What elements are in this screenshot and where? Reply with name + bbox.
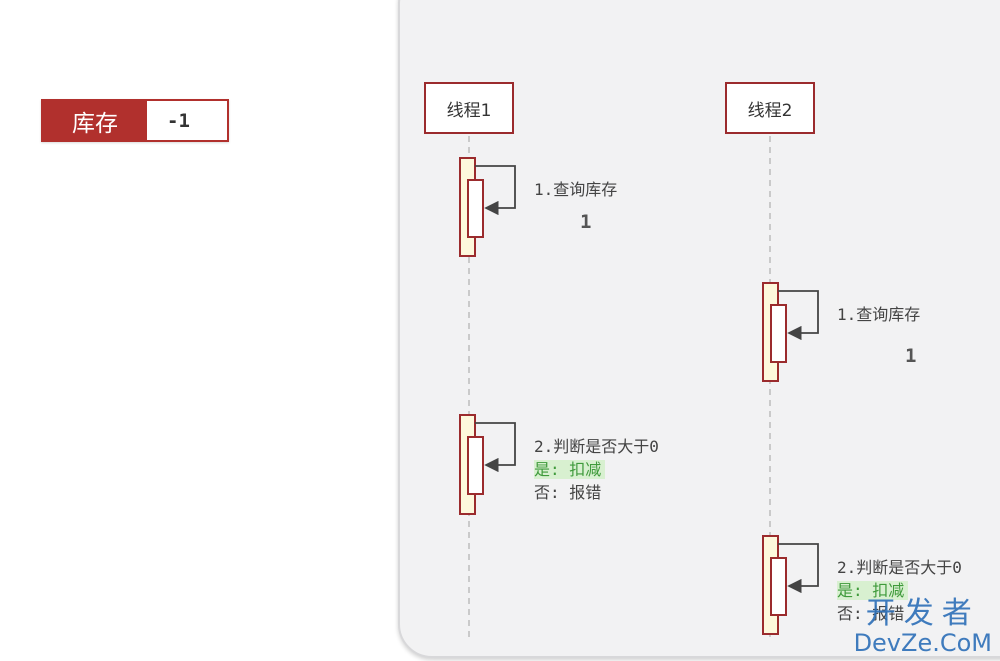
- stock-value: -1: [167, 109, 190, 132]
- thread1-step1-result: 1: [580, 211, 592, 233]
- stock-label: 库存: [43, 101, 147, 140]
- thread1-step2-no: 否: 报错: [534, 483, 602, 502]
- thread1-step2-title: 2.判断是否大于0: [534, 437, 659, 456]
- thread2-activation-1-inner: [770, 304, 787, 363]
- watermark-cn: 开发者: [865, 596, 980, 631]
- thread2-step1-label: 1.查询库存: [837, 305, 921, 324]
- thread1-activation-2-inner: [467, 436, 484, 495]
- watermark: 开发者 DevZe.CoM: [853, 596, 992, 657]
- stock-badge: 库存 -1: [41, 99, 229, 142]
- thread1-step2-note: 2.判断是否大于0 是: 扣减 否: 报错: [534, 435, 659, 504]
- thread1-step1-label: 1.查询库存: [534, 180, 618, 199]
- thread1-self-call-2: [475, 422, 516, 473]
- thread2-step2-no: 否: 报错: [837, 604, 905, 623]
- thread2-step2-note: 2.判断是否大于0 是: 扣减 否: 报错: [837, 556, 962, 625]
- thread2-header: 线程2: [725, 82, 815, 134]
- thread1-step2-yes: 是: 扣减: [534, 460, 606, 479]
- thread2-step2-title: 2.判断是否大于0: [837, 558, 962, 577]
- watermark-en: DevZe.CoM: [853, 629, 992, 657]
- thread1-header: 线程1: [424, 82, 514, 134]
- thread2-step1-result: 1: [905, 345, 917, 367]
- thread1-self-call-1: [475, 165, 516, 216]
- thread1-activation-1-inner: [467, 179, 484, 238]
- thread2-step2-yes: 是: 扣减: [837, 581, 909, 600]
- thread2-activation-2-inner: [770, 557, 787, 616]
- thread2-self-call-1: [778, 290, 819, 341]
- thread2-self-call-2: [778, 543, 819, 594]
